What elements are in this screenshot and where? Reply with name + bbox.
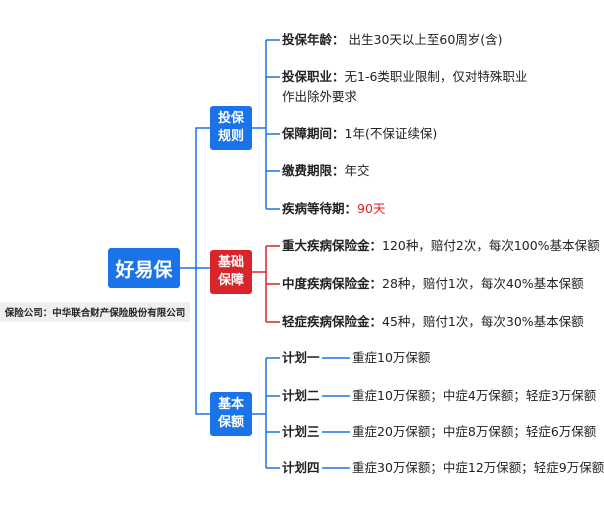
rule-period: 保障期间：1年(不保证续保) (282, 124, 437, 144)
leaf-key: 中度疾病保险金： (282, 276, 383, 291)
category-label: 基础保障 (217, 255, 244, 288)
plan-3-value: 重症20万保额；中症8万保额；轻症6万保额 (352, 424, 597, 439)
leaf-key: 轻症疾病保险金： (282, 314, 383, 329)
coverage-moderate: 中度疾病保险金：28种，赔付1次，每次40%基本保额 (282, 274, 584, 294)
leaf-key: 保障期间： (282, 126, 345, 141)
plan-1-value: 重症10万保额 (352, 350, 431, 365)
rule-occupation: 投保职业：无1-6类职业限制，仅对特殊职业 作出除外要求 (282, 67, 527, 107)
category-rules: 投保规则 (210, 106, 252, 150)
leaf-value: 无1-6类职业限制，仅对特殊职业 (344, 69, 528, 84)
plan-4-value: 重症30万保额；中症12万保额；轻症9万保额 (352, 460, 604, 475)
rule-payment: 缴费期限：年交 (282, 161, 370, 181)
category-sum-insured: 基本保额 (210, 392, 252, 436)
plan-4-label: 计划四 (282, 460, 320, 475)
leaf-value: 年交 (344, 163, 370, 178)
coverage-critical: 重大疾病保险金：120种，赔付2次，每次100%基本保额 (282, 236, 600, 256)
leaf-value: 45种，赔付1次，每次30%基本保额 (382, 314, 584, 329)
category-label: 投保规则 (217, 111, 244, 144)
plan-2-label: 计划二 (282, 388, 320, 403)
leaf-value: 出生30天以上至60周岁(含) (344, 32, 503, 47)
leaf-value-line2: 作出除外要求 (282, 89, 358, 104)
company-label: 保险公司：中华联合财产保险股份有限公司 (0, 302, 190, 322)
leaf-key: 疾病等待期： (282, 201, 358, 216)
category-coverage: 基础保障 (210, 250, 252, 294)
leaf-key: 投保职业： (282, 69, 345, 84)
leaf-key: 投保年龄： (282, 32, 345, 47)
leaf-value: 28种，赔付1次，每次40%基本保额 (382, 276, 584, 291)
leaf-value: 120种，赔付2次，每次100%基本保额 (382, 238, 600, 253)
leaf-value: 1年(不保证续保) (344, 126, 438, 141)
plan-2-value: 重症10万保额；中症4万保额；轻症3万保额 (352, 388, 597, 403)
rule-waiting: 疾病等待期：90天 (282, 199, 385, 219)
rule-age: 投保年龄： 出生30天以上至60周岁(含) (282, 30, 503, 50)
plan-3-label: 计划三 (282, 424, 320, 439)
leaf-value: 90天 (357, 201, 386, 216)
coverage-mild: 轻症疾病保险金：45种，赔付1次，每次30%基本保额 (282, 312, 584, 332)
category-label: 基本保额 (217, 397, 244, 430)
leaf-key: 缴费期限： (282, 163, 345, 178)
plan-1-label: 计划一 (282, 350, 320, 365)
leaf-key: 重大疾病保险金： (282, 238, 383, 253)
root-title: 好易保 (108, 248, 180, 288)
